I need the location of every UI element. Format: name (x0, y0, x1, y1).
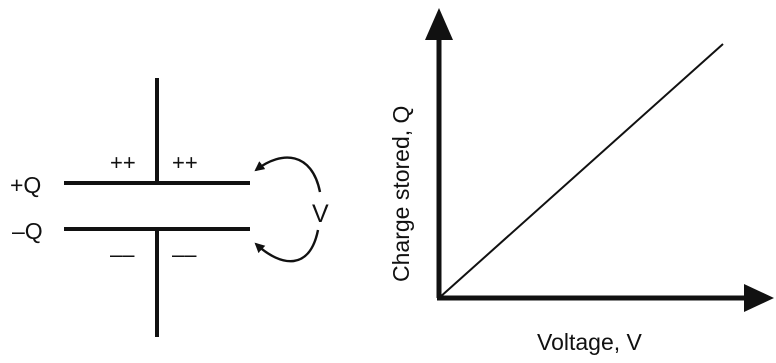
lower-curved-arrow (254, 229, 320, 263)
x-axis-arrowhead (744, 284, 774, 312)
x-axis-label: Voltage, V (537, 329, 643, 355)
top-plate-label: +Q (10, 172, 41, 198)
y-axis-arrowhead (425, 8, 453, 40)
bottom-charges-left: –– (110, 242, 135, 267)
charge-voltage-graph: Charge stored, Q Voltage, V (388, 8, 774, 355)
upper-curved-arrow (254, 156, 322, 193)
capacitor-diagram: +Q –Q ++ ++ –– –– V (10, 78, 329, 337)
top-charges-left: ++ (110, 150, 136, 175)
top-charges-right: ++ (172, 150, 198, 175)
bottom-charges-right: –– (172, 242, 197, 267)
proportionality-line (438, 43, 724, 299)
y-axis-label: Charge stored, Q (388, 106, 414, 282)
bottom-plate-label: –Q (12, 218, 43, 244)
voltage-label: V (312, 200, 329, 228)
